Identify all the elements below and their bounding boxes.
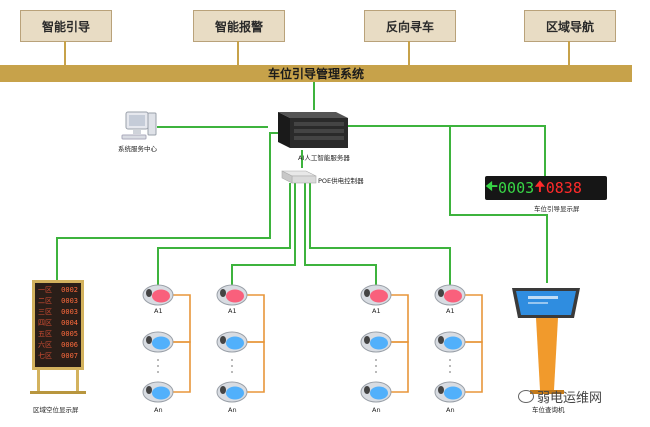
module-label: 区域导航 [545,19,594,34]
camera-link [304,183,377,285]
server-icon [278,112,348,148]
zone-name: 四区 [38,319,52,327]
guide-left-count: 0003 [498,179,535,197]
camera-chain [246,294,265,343]
continuation-dot [375,371,377,373]
parking-camera-icon [142,331,174,353]
parking-camera-icon [434,381,466,403]
camera-chain [390,341,409,393]
camera-label: An [154,406,163,414]
guide-led-screen: 🠈 0003 🠉 0838 [485,176,607,200]
zone-row: 二区 0003 [38,296,78,307]
zone-name: 二区 [38,297,52,305]
query-kiosk-icon [512,288,580,394]
continuation-dot [375,365,377,367]
zone-row: 七区 0007 [38,351,78,362]
module-label: 智能报警 [214,19,263,34]
left-arrow-icon: 🠈 [485,179,499,195]
zone-row: 四区 0004 [38,318,78,329]
parking-camera-icon [360,381,392,403]
zone-row: 一区 0002 [38,285,78,296]
kiosk-label: 车位查询机 [532,406,565,414]
parking-camera-icon [216,381,248,403]
module-smart-guide: 智能引导 [20,10,112,42]
poe-label: POE供电控制器 [318,177,364,185]
camera-label: A1 [446,307,455,315]
parking-camera-icon [216,331,248,353]
server-label: AI人工智能服务器 [298,154,350,162]
watermark-text: 弱电运维网 [537,391,603,406]
zone-free-count: 0006 [61,341,78,349]
continuation-dot [449,371,451,373]
zone-name: 三区 [38,308,52,316]
module-label: 智能引导 [41,19,90,34]
camera-chain [172,341,191,393]
camera-chain [246,341,265,393]
camera-chain [464,341,483,393]
desktop-pc-icon [121,111,157,140]
zone-display-base [30,391,86,394]
service-center-label: 系统服务中心 [118,145,157,153]
camera-label: A1 [154,307,163,315]
module-label: 反向寻车 [385,19,434,34]
zone-screen-label: 区域空位显示屏 [33,406,79,414]
zone-row: 五区 0005 [38,329,78,340]
parking-camera-icon [216,284,248,306]
zone-free-count: 0005 [61,330,78,338]
watermark: 弱电运维网 [518,387,602,406]
parking-camera-icon [142,381,174,403]
continuation-dot [449,359,451,361]
continuation-dot [231,365,233,367]
system-title: 车位引导管理系统 [267,67,364,81]
zone-free-count: 0002 [61,286,78,294]
continuation-dot [231,359,233,361]
zone-row: 六区 0006 [38,340,78,351]
continuation-dot [157,365,159,367]
up-arrow-icon: 🠉 [534,179,546,195]
kiosk-link [449,126,548,283]
camera-label: An [228,406,237,414]
zone-name: 一区 [38,286,52,294]
continuation-dot [449,365,451,367]
parking-camera-icon [142,284,174,306]
continuation-dot [231,371,233,373]
camera-link [231,183,296,285]
zone-free-count: 0003 [61,308,78,316]
zone-name: 七区 [38,352,52,360]
continuation-dot [157,359,159,361]
zone-display-link [56,132,278,280]
guide-screen-link [344,125,546,176]
guide-screen-label: 车位引导显示屏 [534,205,580,213]
camera-label: An [446,406,455,414]
parking-camera-icon [360,331,392,353]
camera-label: A1 [372,307,381,315]
system-bus: 车位引导管理系统 [0,65,632,82]
zone-name: 五区 [38,330,52,338]
parking-camera-icon [360,284,392,306]
camera-chain [172,294,191,343]
zone-display-screen: 一区 0002 二区 0003 三区 0003 四区 0004 五区 0005 六区 0006 七区 00… [32,280,84,370]
camera-link [309,183,451,285]
zone-name: 六区 [38,341,52,349]
camera-chain [464,294,483,343]
camera-label: An [372,406,381,414]
module-reverse-search: 反向寻车 [364,10,456,42]
zone-free-count: 0007 [61,352,78,360]
zone-display-stand [76,370,79,392]
zone-free-count: 0004 [61,319,78,327]
zone-display-stand [37,370,40,392]
continuation-dot [157,371,159,373]
wechat-icon [518,390,534,403]
zone-free-count: 0003 [61,297,78,305]
continuation-dot [375,359,377,361]
parking-camera-icon [434,331,466,353]
camera-label: A1 [228,307,237,315]
zone-row: 三区 0003 [38,307,78,318]
guide-right-count: 0838 [545,179,582,197]
camera-chain [390,294,409,343]
camera-link [157,183,291,285]
poe-switch-icon [281,170,317,184]
parking-camera-icon [434,284,466,306]
